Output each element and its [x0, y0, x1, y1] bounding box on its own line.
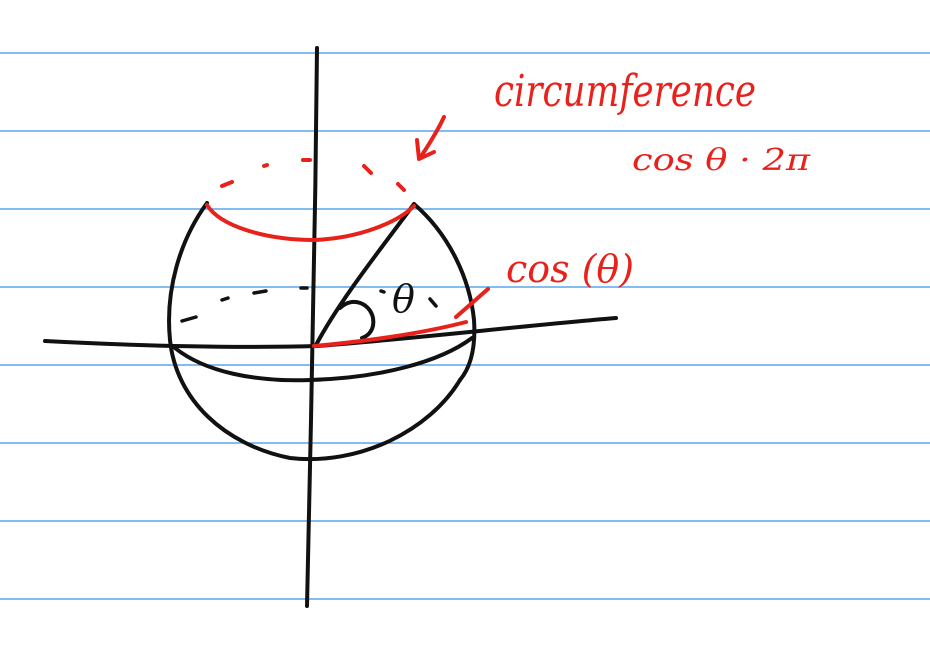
equator-back-dash	[252, 289, 268, 295]
theta-dot	[379, 289, 386, 294]
top-circle-back-dash	[220, 180, 234, 188]
sphere-outline-right	[412, 202, 477, 382]
theta-dot	[428, 297, 438, 308]
formula-label: cos θ · 2π	[632, 143, 812, 178]
top-circle-back-dash	[396, 182, 406, 192]
vertical-axis	[305, 46, 319, 608]
equator-back-dash	[220, 296, 230, 302]
sphere-sketch: θ	[43, 46, 618, 608]
red-annotations: circumference cos θ · 2π cos (θ)	[205, 66, 812, 348]
top-circle-back-dash	[362, 164, 373, 175]
theta-angle-arc	[338, 299, 376, 340]
sphere-outline-left	[167, 201, 462, 462]
radius-line	[314, 202, 416, 347]
equator-arc	[173, 336, 474, 383]
arrow-head	[415, 138, 436, 161]
ruled-lines	[0, 52, 930, 600]
cos-theta-segment	[312, 320, 468, 348]
circumference-label: circumference	[494, 66, 756, 117]
theta-label: θ	[392, 277, 415, 321]
top-circle-back-dash	[262, 163, 269, 168]
cos-theta-label: cos (θ)	[506, 247, 634, 291]
segment-tick-mark	[454, 287, 490, 319]
equator-back-dash	[180, 315, 198, 323]
arrow-icon	[418, 115, 446, 160]
top-circle-arc	[205, 203, 416, 242]
